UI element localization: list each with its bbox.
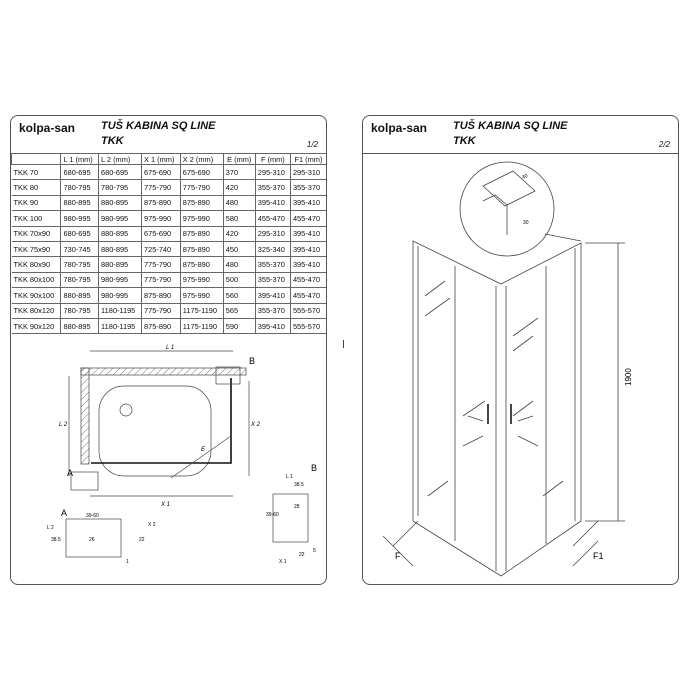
dimension-label: X 1 <box>160 502 170 508</box>
table-cell: 355-370 <box>254 256 291 273</box>
dimension-label: 22 <box>299 552 305 558</box>
brand-logo: kolpa-san <box>19 121 76 135</box>
dimension-label: L 2 <box>47 525 54 531</box>
dimension-label: A <box>61 508 67 518</box>
table-cell: 1180-1195 <box>98 302 143 319</box>
page-number: 1/2 <box>306 140 318 149</box>
table-cell: 395-410 <box>254 317 291 335</box>
table-cell: 560 <box>222 287 256 304</box>
dimension-label: 1 <box>126 559 129 565</box>
elevation-drawing: 40 30 1900 F F1 <box>382 161 633 577</box>
dimension-label: X 2 <box>148 522 156 528</box>
table-cell: 880-895 <box>98 225 143 242</box>
table-cell: 1180-1195 <box>98 317 143 335</box>
table-cell: 880-895 <box>60 317 100 335</box>
dimension-label: 26 <box>89 537 95 543</box>
table-cell: 880-895 <box>98 256 143 273</box>
model-name: TKK 80x120 <box>11 302 62 319</box>
dimension-label: 39-60 <box>86 513 99 519</box>
dimension-label: F1 <box>593 551 604 561</box>
model-name: TKK 90x100 <box>11 287 62 304</box>
table-cell: 500 <box>222 271 256 289</box>
floor-plan-drawing: L 1 L 2 X 2 X 1 E A B A 39-60 38.5 L 2 X… <box>47 345 317 565</box>
table-cell: 355-370 <box>254 271 291 289</box>
table-cell: 555-570 <box>289 317 326 335</box>
dimension-label: 22 <box>139 537 145 543</box>
dimensions-table: L 1 (mm)L 2 (mm)X 1 (mm)X 2 (mm)E (mm)F … <box>10 153 326 335</box>
brand-logo: kolpa-san <box>371 121 428 135</box>
dimension-label: F <box>395 551 401 561</box>
dimension-label: B <box>249 356 255 366</box>
table-cell: 395-410 <box>254 287 291 304</box>
dimension-label: 1900 <box>624 368 633 386</box>
dimension-label: 39-60 <box>266 512 279 518</box>
dimension-label: X 2 <box>250 422 261 428</box>
dimension-label: X 1 <box>279 559 287 565</box>
table-cell: 980-995 <box>98 287 143 304</box>
dimension-label: 38.5 <box>51 537 61 543</box>
table-cell: 395-410 <box>289 256 326 273</box>
table-cell: 780-795 <box>60 271 100 289</box>
dimension-label: L 1 <box>166 345 174 351</box>
dimension-label: 38.5 <box>294 482 304 488</box>
sheet-divider <box>343 340 344 348</box>
table-cell: 980-995 <box>98 271 143 289</box>
table-cell: 1175-1190 <box>179 302 224 319</box>
dimension-label: 30 <box>523 220 529 226</box>
dimension-label: L 1 <box>286 474 293 480</box>
dimension-label: L 2 <box>59 422 68 428</box>
table-cell: 875-890 <box>179 256 224 273</box>
table-cell: 355-370 <box>254 302 291 319</box>
dimension-label: A <box>67 468 73 478</box>
table-cell: 555-570 <box>289 302 326 319</box>
dimension-label: 28 <box>294 504 300 510</box>
model-name: TKK 80x100 <box>11 271 62 289</box>
dimension-label: 5 <box>313 548 316 554</box>
page-number: 2/2 <box>658 140 670 149</box>
dimension-label: B <box>311 463 317 473</box>
model-name: TKK 80x90 <box>11 256 62 273</box>
table-cell: 775-790 <box>141 256 181 273</box>
dimension-label: E <box>201 447 206 453</box>
table-cell: 590 <box>222 317 256 335</box>
model-name: TKK 90x120 <box>11 317 62 335</box>
dimension-label: 40 <box>521 173 529 181</box>
table-cell: 455-470 <box>289 287 326 304</box>
table-cell: 455-470 <box>289 271 326 289</box>
